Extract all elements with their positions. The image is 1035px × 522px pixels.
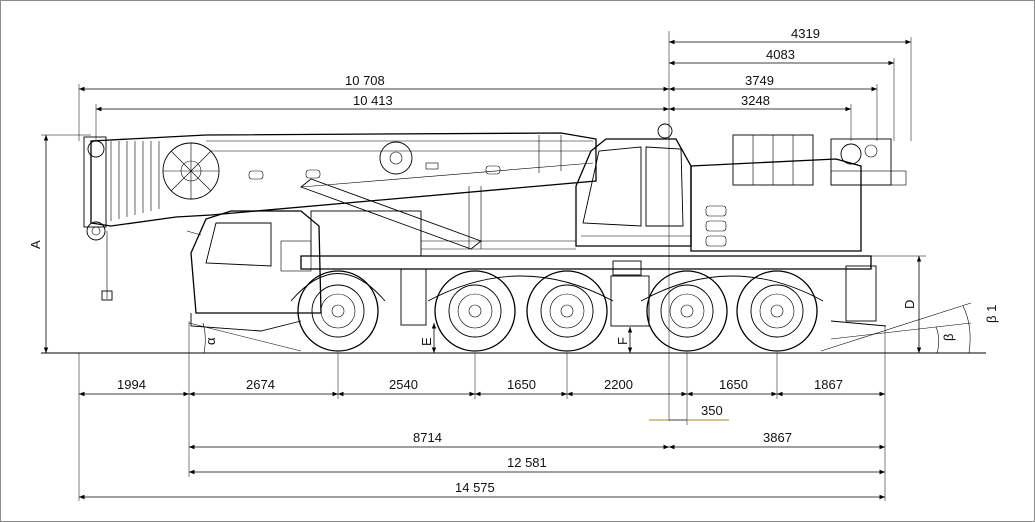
dim-2200: 2200	[604, 377, 633, 392]
bottom-dimensions: 1994 2674 2540 1650 2200 1650 1867 350 8…	[78, 321, 886, 501]
crane-illustration	[41, 123, 986, 354]
lifting-cylinder	[300, 178, 482, 250]
top-dimensions: 4319 4083 3749 3248 10 708 10 413	[78, 26, 912, 141]
dim-4319: 4319	[791, 26, 820, 41]
dim-2540: 2540	[389, 377, 418, 392]
dim-3867: 3867	[763, 430, 792, 445]
dim-3248: 3248	[741, 93, 770, 108]
dim-1994: 1994	[117, 377, 146, 392]
dim-8714: 8714	[413, 430, 442, 445]
label-F: F	[615, 337, 630, 345]
wheel-3	[526, 270, 608, 352]
label-D: D	[902, 300, 917, 309]
dim-4083: 4083	[766, 47, 795, 62]
wheel-5	[736, 270, 818, 352]
dim-10413: 10 413	[353, 93, 393, 108]
dim-14575: 14 575	[455, 480, 495, 495]
wheel-4	[646, 270, 728, 352]
counterweight	[690, 158, 862, 252]
dim-350: 350	[701, 403, 723, 418]
height-dimensions: A D β β 1 α E F	[28, 134, 999, 354]
telescopic-boom	[90, 132, 597, 227]
boom-head	[83, 136, 160, 301]
dim-10708: 10 708	[345, 73, 385, 88]
wheel-2	[434, 270, 516, 352]
carrier-cab	[190, 210, 322, 314]
dim-1867: 1867	[814, 377, 843, 392]
label-A: A	[28, 240, 43, 249]
dim-2674: 2674	[246, 377, 275, 392]
crane-cab	[575, 138, 692, 247]
dim-1650-b: 1650	[719, 377, 748, 392]
pulley	[379, 141, 413, 175]
dim-3749: 3749	[745, 73, 774, 88]
chassis-frame	[300, 255, 872, 270]
wheel-1	[297, 270, 379, 352]
label-alpha: α	[203, 337, 218, 345]
dim-1650-a: 1650	[507, 377, 536, 392]
label-beta1: β 1	[984, 305, 999, 323]
label-E: E	[419, 337, 434, 346]
dim-12581: 12 581	[507, 455, 547, 470]
label-beta: β	[941, 334, 956, 341]
